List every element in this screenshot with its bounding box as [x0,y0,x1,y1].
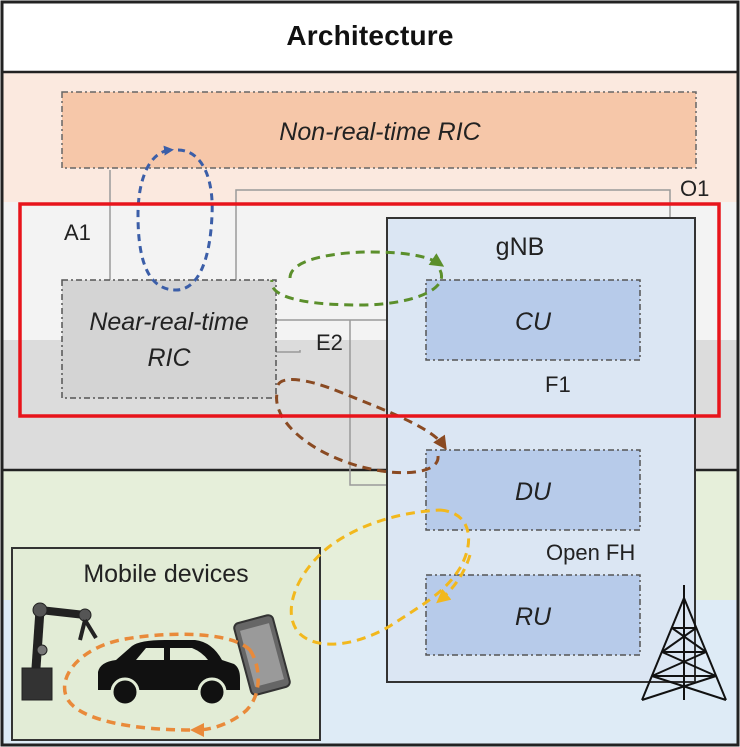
a1-label: A1 [64,220,91,245]
cell-tower-icon [641,585,727,701]
diagram-title: Architecture [286,20,454,51]
green-control-loop [270,250,445,307]
robot-arm-icon [21,602,98,701]
mobile-devices-box [11,547,321,741]
band-blue [2,600,738,745]
e2-label: E2 [316,330,343,355]
near-rt-ric-box [61,279,277,399]
cu-box [425,279,641,361]
near-rt-ric-label-line1: Near-real-time [89,308,248,336]
smartphone-icon [233,614,291,696]
orange-control-loop [62,632,260,737]
car-icon [98,640,240,707]
ru-label: RU [515,603,552,631]
f1-label: F1 [545,372,571,397]
brown-control-loop [275,378,447,475]
gnb-container [386,217,696,683]
du-box [425,449,641,531]
non-rt-ric-box [61,91,697,169]
mobile-devices-label: Mobile devices [83,560,248,588]
yellow-control-loop [289,508,472,646]
connection-lines [109,170,671,680]
e2-du-line-2 [276,350,301,353]
ru-box [425,574,641,656]
non-rt-ric-label: Non-real-time RIC [279,118,481,146]
near-rt-ric-label-line2: RIC [147,344,191,372]
highlight-box [18,202,721,418]
open-fh-label: Open FH [546,540,635,565]
band-green [2,470,738,600]
e2-du-line-1 [349,320,426,486]
gnb-label: gNB [496,233,545,261]
cu-label: CU [515,308,552,336]
band-mid [2,202,738,340]
band-mid-gray [2,340,738,470]
band-top [2,72,738,202]
blue-control-loop [136,145,214,292]
o1-label: O1 [680,176,709,201]
o1-line [235,189,671,680]
du-label: DU [515,478,552,506]
